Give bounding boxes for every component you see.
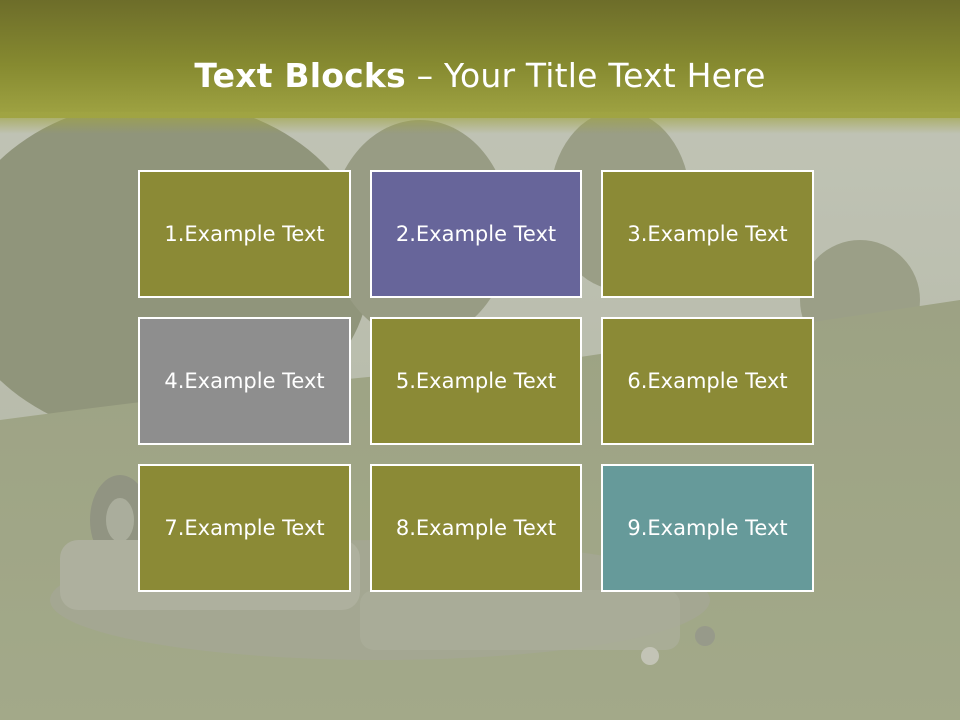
text-block-label: 4.Example Text (164, 369, 325, 393)
text-block-label: 8.Example Text (395, 516, 557, 540)
title-bold: Text Blocks (194, 56, 406, 95)
title-dash: – (405, 56, 444, 95)
text-block-4[interactable]: 4.Example Text (138, 317, 351, 445)
text-block-label: 7.Example Text (164, 516, 325, 540)
text-block-1[interactable]: 1.Example Text (138, 170, 351, 298)
text-block-2[interactable]: 2.Example Text (370, 170, 582, 298)
text-block-label: 1.Example Text (164, 222, 325, 246)
text-block-9[interactable]: 9.Example Text (601, 464, 814, 592)
text-block-7[interactable]: 7.Example Text (138, 464, 351, 592)
text-block-label: 3.Example Text (627, 222, 788, 246)
text-block-label: 2.Example Text (395, 222, 557, 246)
text-block-label: 9.Example Text (627, 516, 788, 540)
text-block-label: 6.Example Text (627, 369, 788, 393)
text-block-grid: 1.Example Text 2.Example Text 3.Example … (138, 170, 814, 592)
text-block-5[interactable]: 5.Example Text (370, 317, 582, 445)
text-block-label: 5.Example Text (395, 369, 557, 393)
slide-title: Text Blocks – Your Title Text Here (0, 54, 960, 98)
title-band-fade (0, 112, 960, 134)
title-band (0, 0, 960, 118)
text-block-3[interactable]: 3.Example Text (601, 170, 814, 298)
text-block-6[interactable]: 6.Example Text (601, 317, 814, 445)
title-rest: Your Title Text Here (443, 56, 766, 95)
text-block-8[interactable]: 8.Example Text (370, 464, 582, 592)
